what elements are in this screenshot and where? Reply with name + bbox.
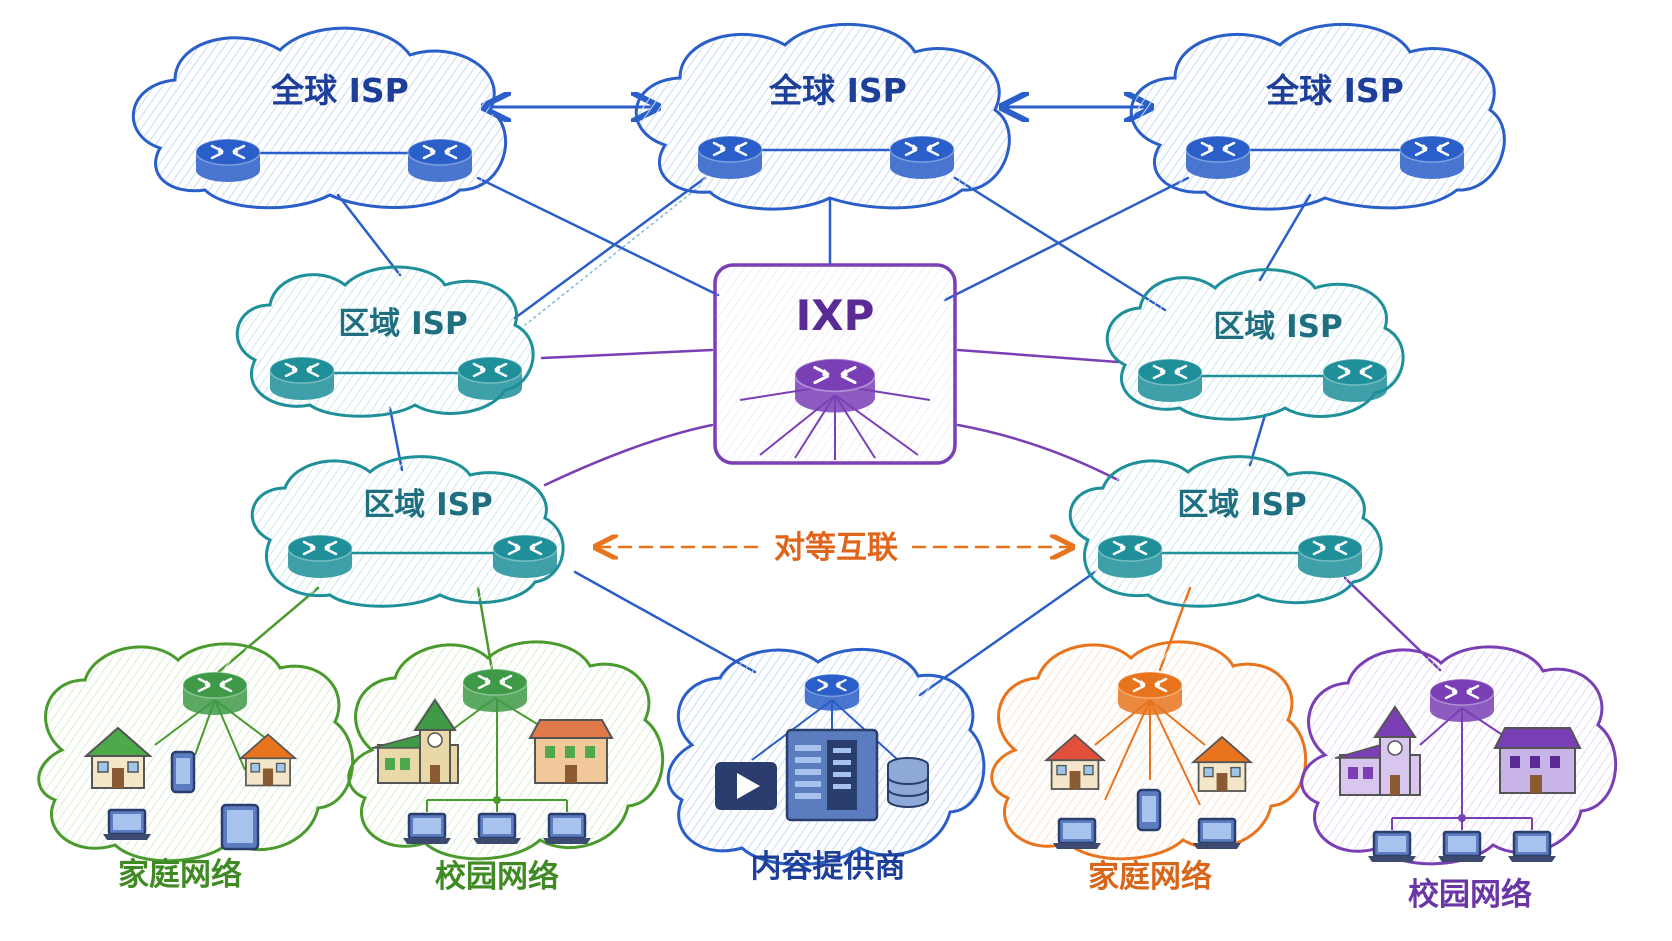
campus-building-icon [1334,705,1421,796]
database-icon [887,757,929,808]
ixp-box: IXP [713,263,957,465]
phone-icon [1136,788,1162,832]
router-icon [1428,677,1496,724]
router-icon [456,355,524,402]
router-icon [1296,533,1364,580]
router-icon [1096,533,1164,580]
campus-network-label: 校园网络 [435,859,559,895]
global-isp-cloud-right: 全球 ISP [1129,22,1506,211]
video-icon [715,762,777,810]
router-icon [1321,357,1389,404]
router-icon [1116,670,1184,717]
router-icon [1184,134,1252,181]
router-icon [803,673,861,712]
campus-network-cloud-green: 校园网络 [347,640,665,895]
home-network-cloud-green: 家庭网络 [37,642,355,893]
global-isp-cloud-left: 全球 ISP [131,26,508,210]
server-icon [785,728,879,822]
global-isp-label: 全球 ISP [768,71,907,110]
regional-isp-label: 区域 ISP [1213,309,1342,345]
ixp-label: IXP [796,291,875,340]
laptop-icon [1506,830,1558,864]
laptop-icon [401,812,453,846]
tablet-icon [220,803,260,851]
router-icon [286,533,354,580]
campus-network-label: 校园网络 [1408,877,1532,913]
router-icon [268,355,336,402]
regional-isp-label: 区域 ISP [363,487,492,523]
router-icon [1398,134,1466,181]
router-icon [1136,357,1204,404]
router-icon [888,134,956,181]
laptop-icon [101,808,153,842]
phone-icon [170,750,196,794]
router-icon [406,137,474,184]
campus-building-icon [371,698,459,784]
router-icon [194,137,262,184]
regional-isp-cloud-lower-left: 区域 ISP [250,455,565,608]
campus-network-cloud-purple: 校园网络 [1300,645,1618,913]
global-isp-label: 全球 ISP [270,71,409,110]
home-network-label: 家庭网络 [118,857,242,893]
regional-isp-cloud-upper-left: 区域 ISP [235,265,535,418]
home-network-label: 家庭网络 [1088,859,1212,895]
regional-isp-cloud-lower-right: 区域 ISP [1068,455,1383,608]
laptop-icon [541,812,593,846]
global-isp-cloud-center: 全球 ISP [634,22,1011,211]
campus-building-icon [528,719,614,784]
home-network-cloud-orange: 家庭网络 [990,640,1308,895]
campus-building-icon [1493,727,1582,794]
regional-isp-label: 区域 ISP [1177,487,1306,523]
laptop-icon [1436,830,1488,864]
laptop-icon [1366,830,1418,864]
router-icon [181,670,249,717]
router-icon [461,667,529,714]
global-isp-label: 全球 ISP [1265,71,1404,110]
laptop-icon [1051,817,1103,851]
peering-label-bg [760,525,912,567]
ixp-router-icon [793,357,877,415]
content-provider-label: 内容提供商 [751,849,906,885]
router-icon [491,533,559,580]
content-provider-cloud: 内容提供商 [666,647,986,885]
regional-isp-label: 区域 ISP [338,306,467,342]
router-icon [696,134,764,181]
laptop-icon [1191,817,1243,851]
regional-isp-cloud-upper-right: 区域 ISP [1105,268,1405,421]
peering-label: 对等互联 [774,530,898,566]
laptop-icon [471,812,523,846]
